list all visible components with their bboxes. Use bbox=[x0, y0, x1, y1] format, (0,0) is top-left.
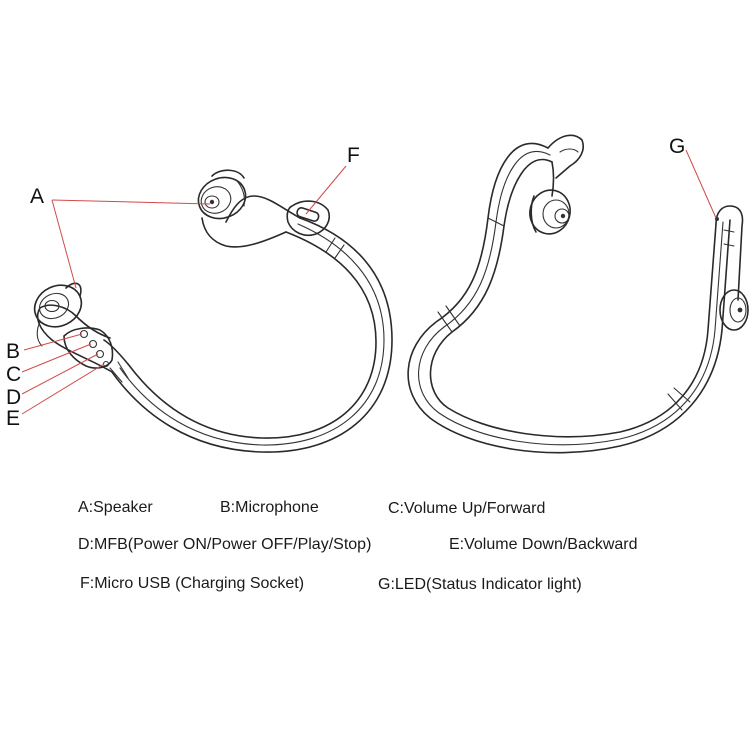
callout-c: C bbox=[6, 363, 21, 386]
right-headset-back-view bbox=[407, 134, 749, 454]
legend-speaker: A:Speaker bbox=[78, 499, 153, 516]
legend-mfb: D:MFB(Power ON/Power OFF/Play/Stop) bbox=[78, 536, 372, 553]
callout-a: A bbox=[30, 185, 44, 208]
legend-micro-usb: F:Micro USB (Charging Socket) bbox=[80, 575, 305, 592]
callout-e: E bbox=[6, 407, 20, 430]
callout-d: D bbox=[6, 386, 21, 409]
legend-volume-up: C:Volume Up/Forward bbox=[388, 500, 546, 517]
legend-microphone: B:Microphone bbox=[220, 499, 319, 516]
left-headset-front-view bbox=[33, 169, 393, 453]
legend-led: G:LED(Status Indicator light) bbox=[378, 576, 582, 593]
leader-lines bbox=[21, 149, 717, 415]
callout-b: B bbox=[6, 340, 20, 363]
legend-volume-down: E:Volume Down/Backward bbox=[449, 536, 638, 553]
callout-f: F bbox=[347, 144, 360, 167]
callout-g: G bbox=[669, 135, 685, 158]
